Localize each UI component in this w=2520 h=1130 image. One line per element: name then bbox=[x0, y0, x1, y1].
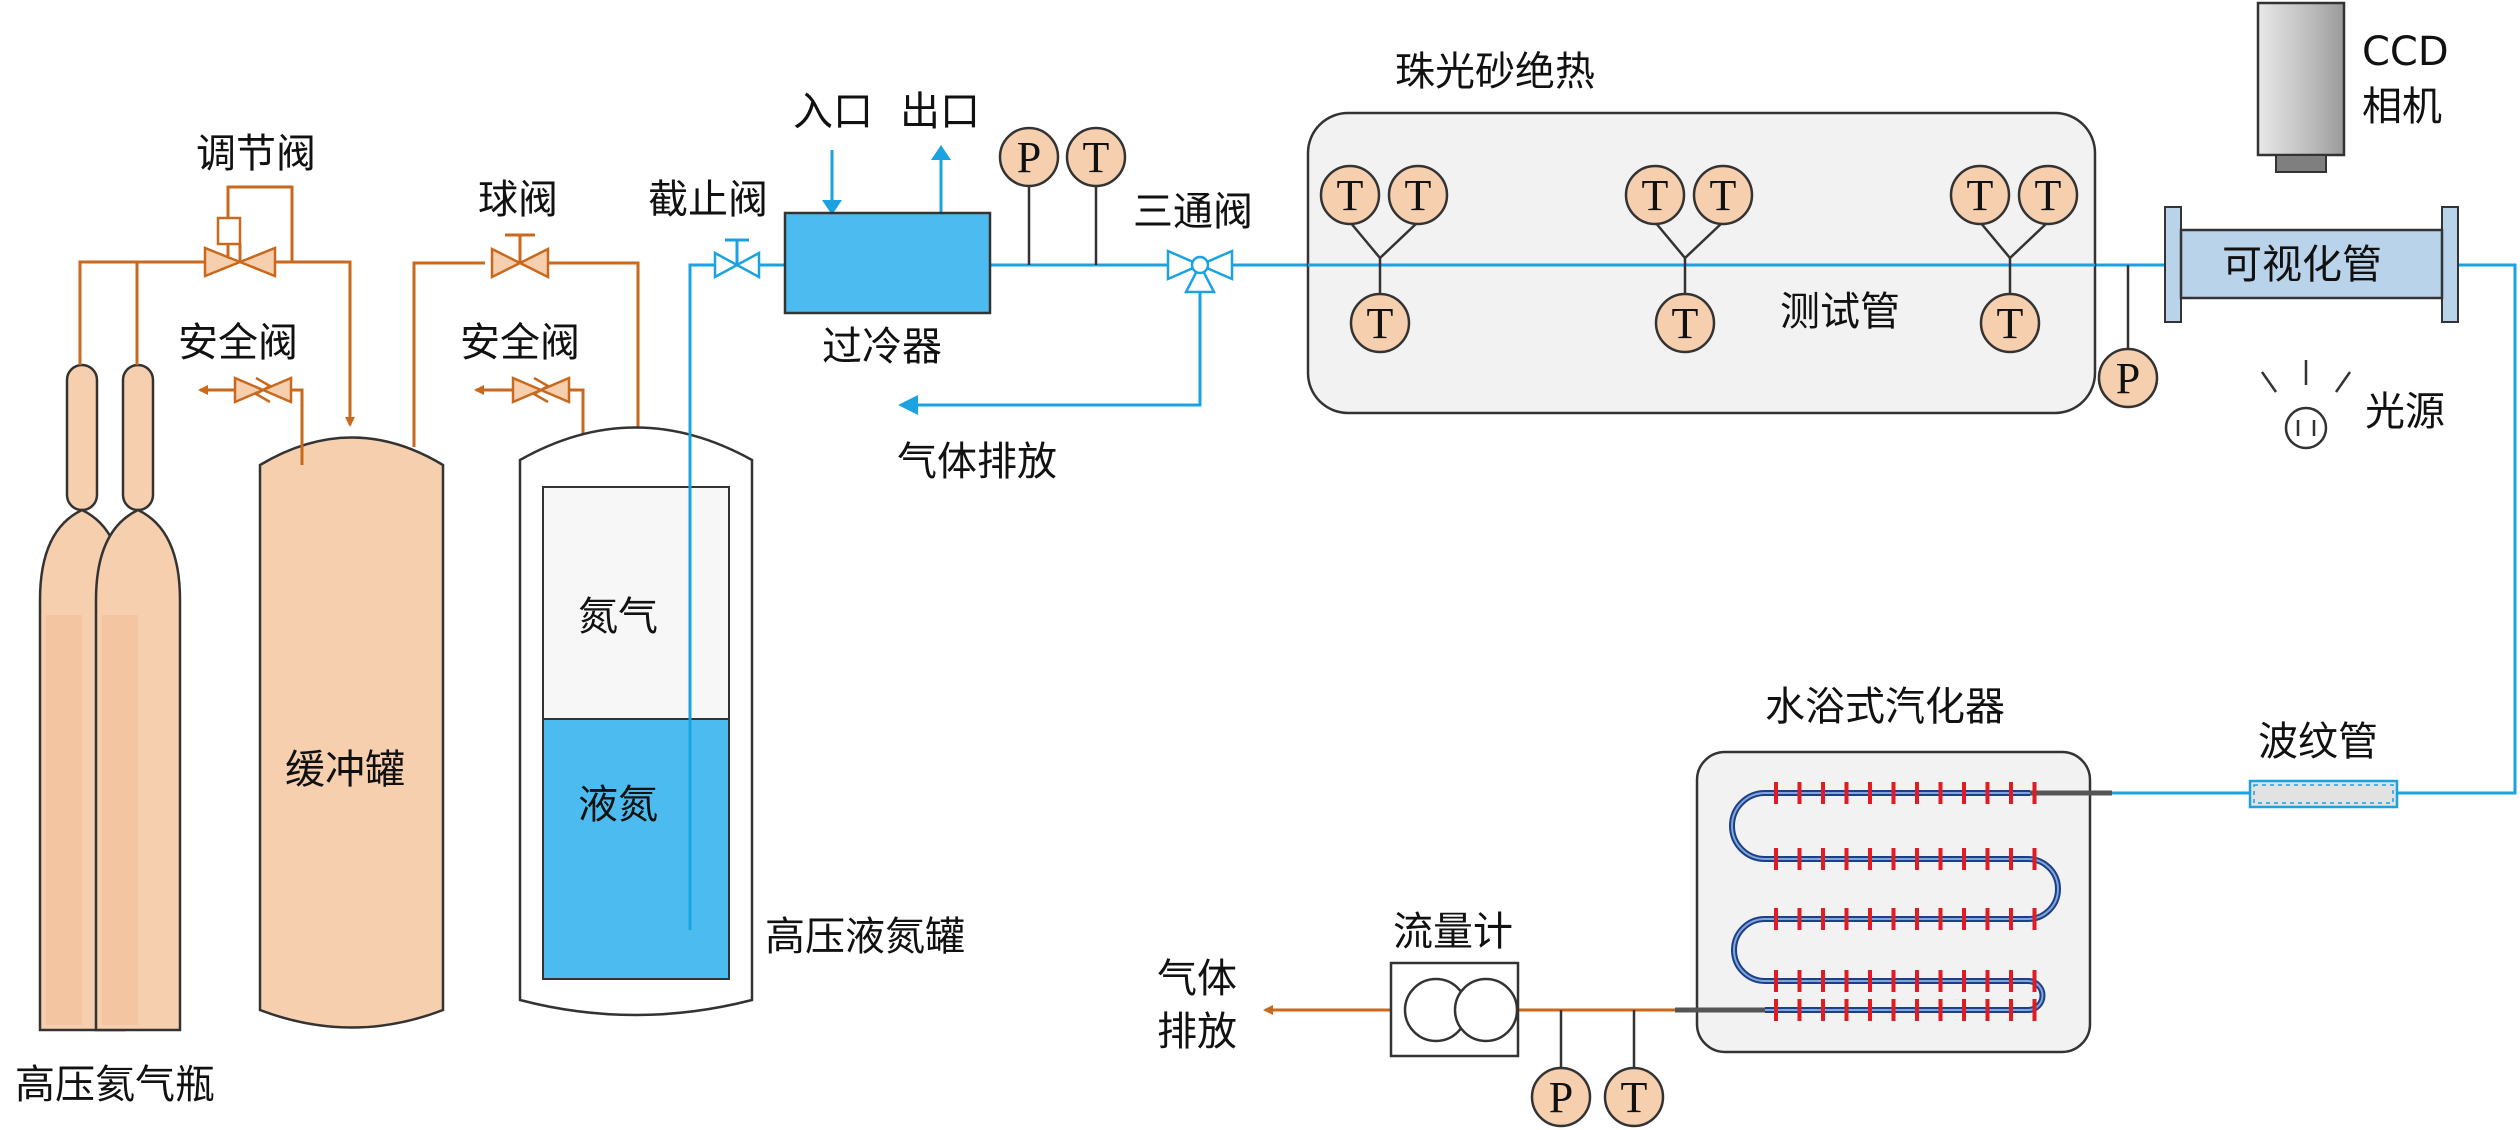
gas-vent-top-label: 气体排放 bbox=[897, 439, 1057, 485]
test-section: 珠光砂绝热 测试管 T T T T T T bbox=[1306, 49, 2097, 415]
flowmeter: 流量计 bbox=[1389, 909, 1520, 1058]
svg-text:P: P bbox=[2116, 354, 2140, 403]
gas-vent-bottom-label-line2: 排放 bbox=[1157, 1009, 1237, 1055]
temperature-sensor-2: T bbox=[1603, 1066, 1665, 1128]
safety-valve-2-icon[interactable]: 安全阀 bbox=[460, 320, 580, 404]
buffer-tank-label: 缓冲罐 bbox=[285, 747, 405, 793]
nitrogen-gas-label: 氮气 bbox=[578, 594, 658, 640]
flowmeter-label: 流量计 bbox=[1393, 909, 1513, 955]
svg-text:T: T bbox=[1672, 299, 1699, 348]
svg-text:T: T bbox=[1621, 1073, 1648, 1122]
outlet-label: 出口 bbox=[900, 89, 980, 135]
safety-valve-1-icon[interactable]: 安全阀 bbox=[178, 320, 298, 404]
svg-text:T: T bbox=[1367, 299, 1394, 348]
coil-fins bbox=[1774, 782, 2037, 1021]
sensors-after-subcooler: P T bbox=[998, 126, 1127, 265]
regulator-valve-label: 调节阀 bbox=[196, 131, 316, 177]
safety-valve-1-label: 安全阀 bbox=[178, 320, 298, 366]
stop-valve-label: 截止阀 bbox=[648, 177, 768, 223]
subcooler-label: 过冷器 bbox=[822, 324, 942, 370]
inlet-label: 入口 bbox=[793, 89, 873, 135]
svg-text:T: T bbox=[1710, 171, 1737, 220]
thermocouple-group-3: T T T bbox=[1949, 164, 2079, 354]
water-bath-vaporizer: 水浴式汽化器 bbox=[1675, 684, 2112, 1054]
ccd-camera-label-line1: CCD bbox=[2362, 29, 2449, 75]
perlite-insulation-label: 珠光砂绝热 bbox=[1395, 49, 1595, 95]
svg-text:P: P bbox=[1017, 133, 1041, 182]
pressure-sensor-1: P bbox=[998, 126, 1060, 188]
helium-cylinder-2 bbox=[94, 363, 182, 1032]
cylinders-label: 高压氦气瓶 bbox=[15, 1062, 215, 1108]
test-tube-label: 测试管 bbox=[1780, 289, 1900, 335]
light-source: 光源 bbox=[2260, 360, 2445, 450]
bellows-label: 波纹管 bbox=[2258, 719, 2378, 765]
visualization-tube: 可视化管 bbox=[2164, 206, 2459, 323]
svg-text:T: T bbox=[1967, 171, 1994, 220]
subcooler: 入口 出口 过冷器 bbox=[783, 89, 992, 370]
ccd-camera-label-line2: 相机 bbox=[2362, 84, 2442, 130]
lamp-icon bbox=[2260, 360, 2352, 450]
svg-text:T: T bbox=[2035, 171, 2062, 220]
liquid-nitrogen-tank: 氮气 液氮 高压液氮罐 bbox=[518, 426, 965, 1017]
three-way-valve-label: 三通阀 bbox=[1133, 189, 1253, 235]
thermocouple-group-2: T T T bbox=[1624, 164, 1754, 354]
svg-text:P: P bbox=[1549, 1073, 1573, 1122]
thermocouple-group-1: T T T bbox=[1319, 164, 1449, 354]
temperature-sensor-1: T bbox=[1065, 126, 1127, 188]
buffer-tank: 缓冲罐 bbox=[258, 436, 445, 1029]
liquid-nitrogen-label: 液氮 bbox=[578, 782, 658, 828]
light-source-label: 光源 bbox=[2365, 389, 2445, 435]
sensors-after-vaporizer: P T bbox=[1530, 1066, 1665, 1128]
output-piping bbox=[1263, 1005, 1675, 1068]
svg-text:T: T bbox=[1997, 299, 2024, 348]
ccd-camera: CCD 相机 bbox=[2256, 1, 2449, 173]
stop-valve-icon[interactable]: 截止阀 bbox=[648, 177, 768, 280]
safety-valve-2-label: 安全阀 bbox=[460, 320, 580, 366]
lin-tank-label: 高压液氮罐 bbox=[765, 914, 965, 960]
regulator-valve-icon[interactable]: 调节阀 bbox=[196, 131, 316, 278]
gas-vent-bottom-label-line1: 气体 bbox=[1157, 956, 1237, 1002]
visual-tube-label: 可视化管 bbox=[2222, 242, 2382, 288]
svg-text:T: T bbox=[1337, 171, 1364, 220]
bellows: 波纹管 bbox=[2248, 719, 2399, 809]
svg-text:T: T bbox=[1405, 171, 1432, 220]
svg-text:T: T bbox=[1083, 133, 1110, 182]
pressure-sensor-2: P bbox=[2097, 265, 2159, 409]
three-way-valve-icon[interactable]: 三通阀 bbox=[1133, 189, 1253, 294]
svg-text:T: T bbox=[1642, 171, 1669, 220]
helium-cylinders: 高压氦气瓶 bbox=[15, 363, 215, 1108]
ball-valve-icon[interactable]: 球阀 bbox=[478, 177, 558, 280]
pressure-sensor-3: P bbox=[1530, 1066, 1592, 1128]
ball-valve-label: 球阀 bbox=[478, 177, 558, 223]
vaporizer-label: 水浴式汽化器 bbox=[1765, 684, 2005, 730]
